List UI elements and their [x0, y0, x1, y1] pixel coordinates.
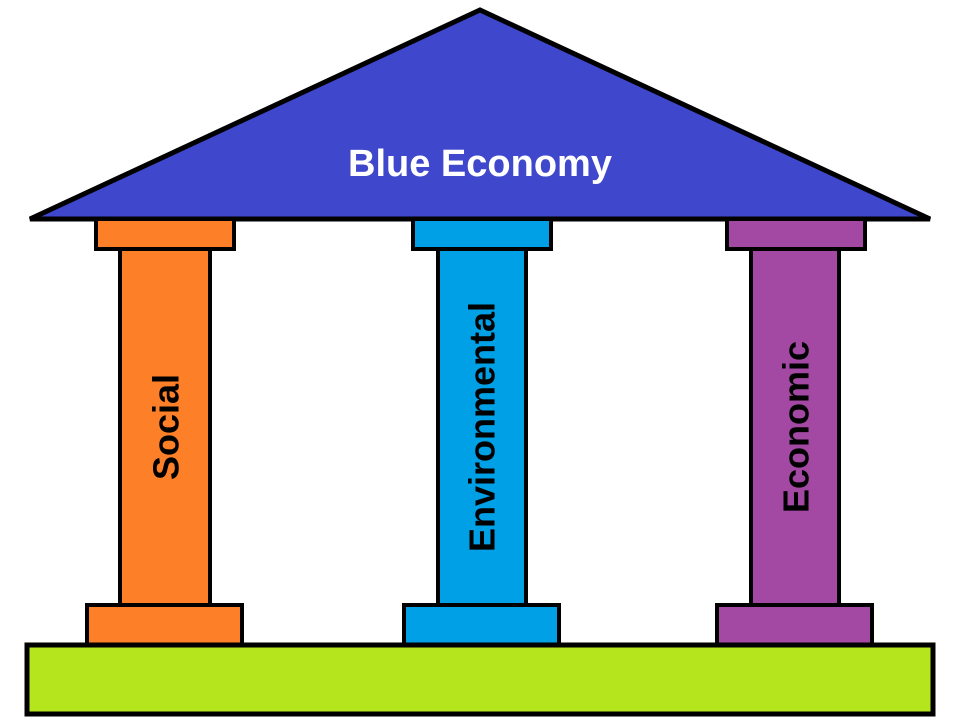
pillar-label: Economic	[776, 341, 817, 513]
pillar-label: Environmental	[462, 302, 503, 552]
roof-shape	[28, 7, 932, 222]
pillar-capital	[94, 217, 236, 251]
roof-title: Blue Economy	[348, 143, 612, 185]
pillar-capital	[725, 217, 867, 251]
pillar-shaft	[118, 247, 212, 607]
pillar-capital	[411, 217, 553, 251]
pillar-social: Social	[85, 217, 244, 647]
pillar-base	[402, 603, 561, 647]
foundation-base	[24, 642, 936, 717]
pillar-shaft	[436, 247, 528, 607]
pillar-label: Social	[146, 374, 187, 480]
pillar-economic: Economic	[715, 217, 874, 647]
pillar-environmental: Environmental	[402, 217, 561, 647]
pillar-base	[715, 603, 874, 647]
pillar-base	[85, 603, 244, 647]
